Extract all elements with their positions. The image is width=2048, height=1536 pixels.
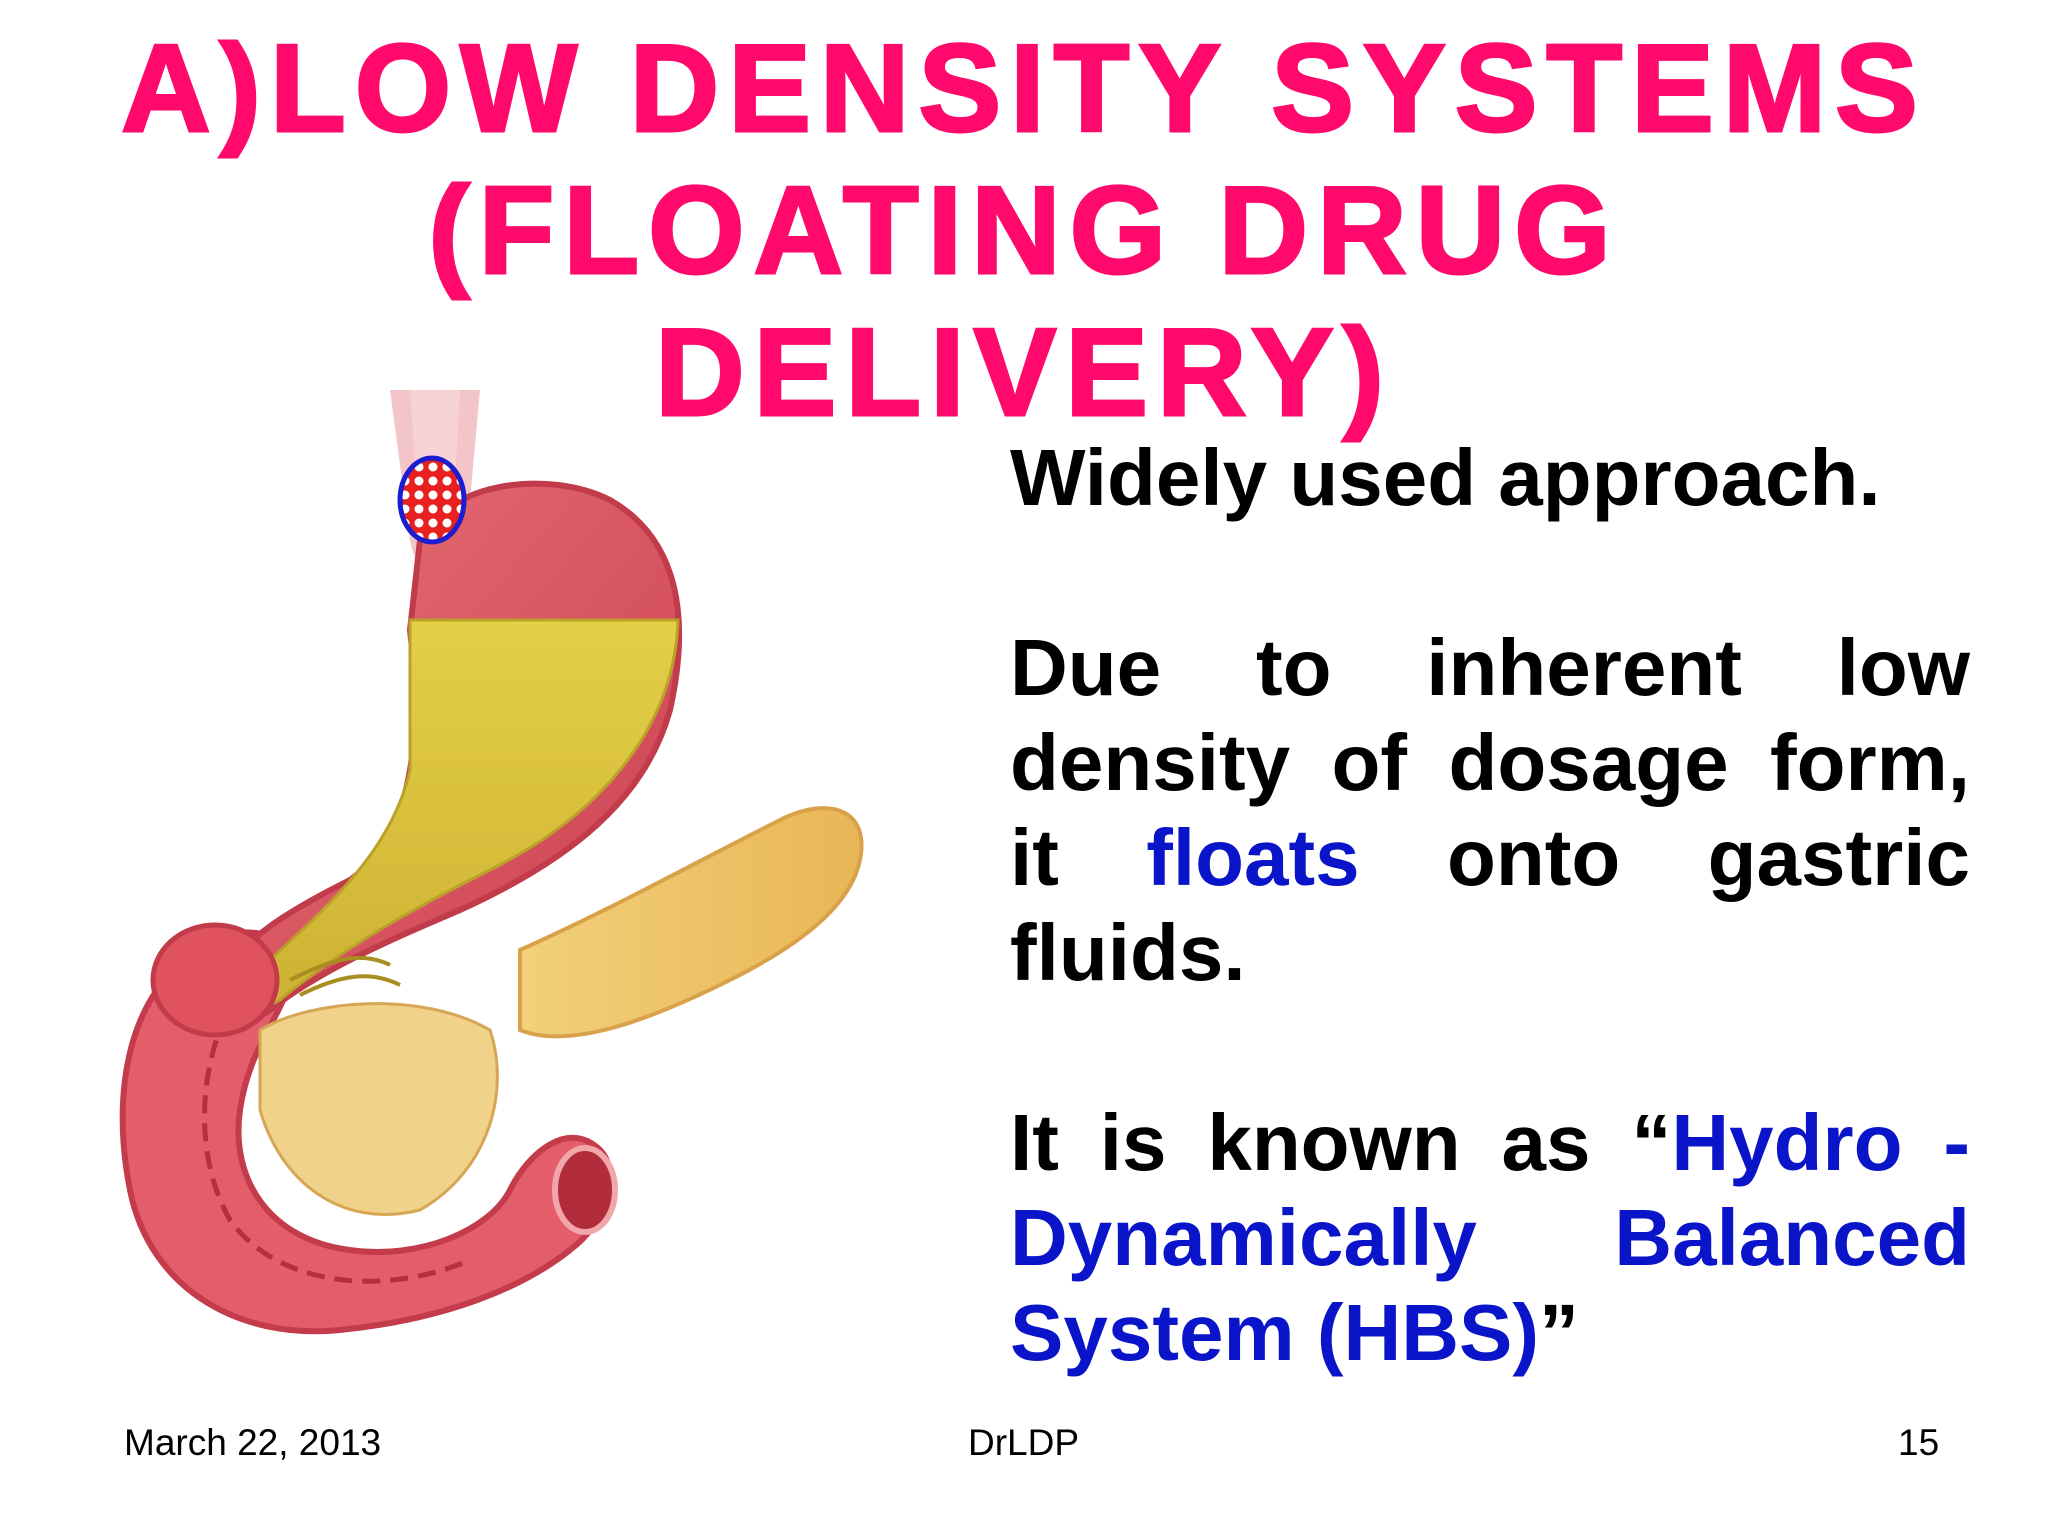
intestine (119, 929, 613, 1335)
floating-dosage-form (397, 455, 467, 545)
footer-author: DrLDP (968, 1422, 1080, 1463)
title-line-1: A)LOW DENSITY SYSTEMS (120, 19, 1927, 160)
slide-title: A)LOW DENSITY SYSTEMS (FLOATING DRUG DEL… (60, 18, 1988, 444)
point-low-density: Due to inherent low density of dosage fo… (1010, 620, 1970, 1000)
point-hbs-text-b: ” (1539, 1288, 1580, 1377)
stomach-illustration (119, 390, 864, 1335)
title-line-2: (FLOATING DRUG (427, 161, 1620, 302)
title-line-3: DELIVERY) (654, 303, 1393, 444)
pancreas (518, 806, 864, 1039)
point-low-density-text-b: onto gastric fluids. (1010, 813, 1970, 997)
body-text: Widely used approach. Due to inherent lo… (1010, 430, 1970, 1380)
footer-date: March 22, 2013 (124, 1422, 382, 1463)
hbs-highlight: Hydro - Dynamically Balanced System (HBS… (1010, 1098, 1970, 1377)
point-low-density-text-a: Due to inherent low density of dosage fo… (1010, 623, 1970, 902)
slide-footer: March 22, 2013 DrLDP 15 (0, 1422, 2048, 1472)
point-widely-used-text: Widely used approach. (1010, 433, 1881, 522)
floats-highlight: floats (1146, 813, 1360, 902)
gastric-fluid (249, 618, 680, 1007)
point-hbs: It is known as “Hydro - Dynamically Bala… (1010, 1095, 1970, 1380)
point-widely-used: Widely used approach. (1010, 430, 1970, 525)
point-hbs-text-a: It is known as “ (1010, 1098, 1672, 1187)
page-number: 15 (1898, 1422, 1940, 1463)
